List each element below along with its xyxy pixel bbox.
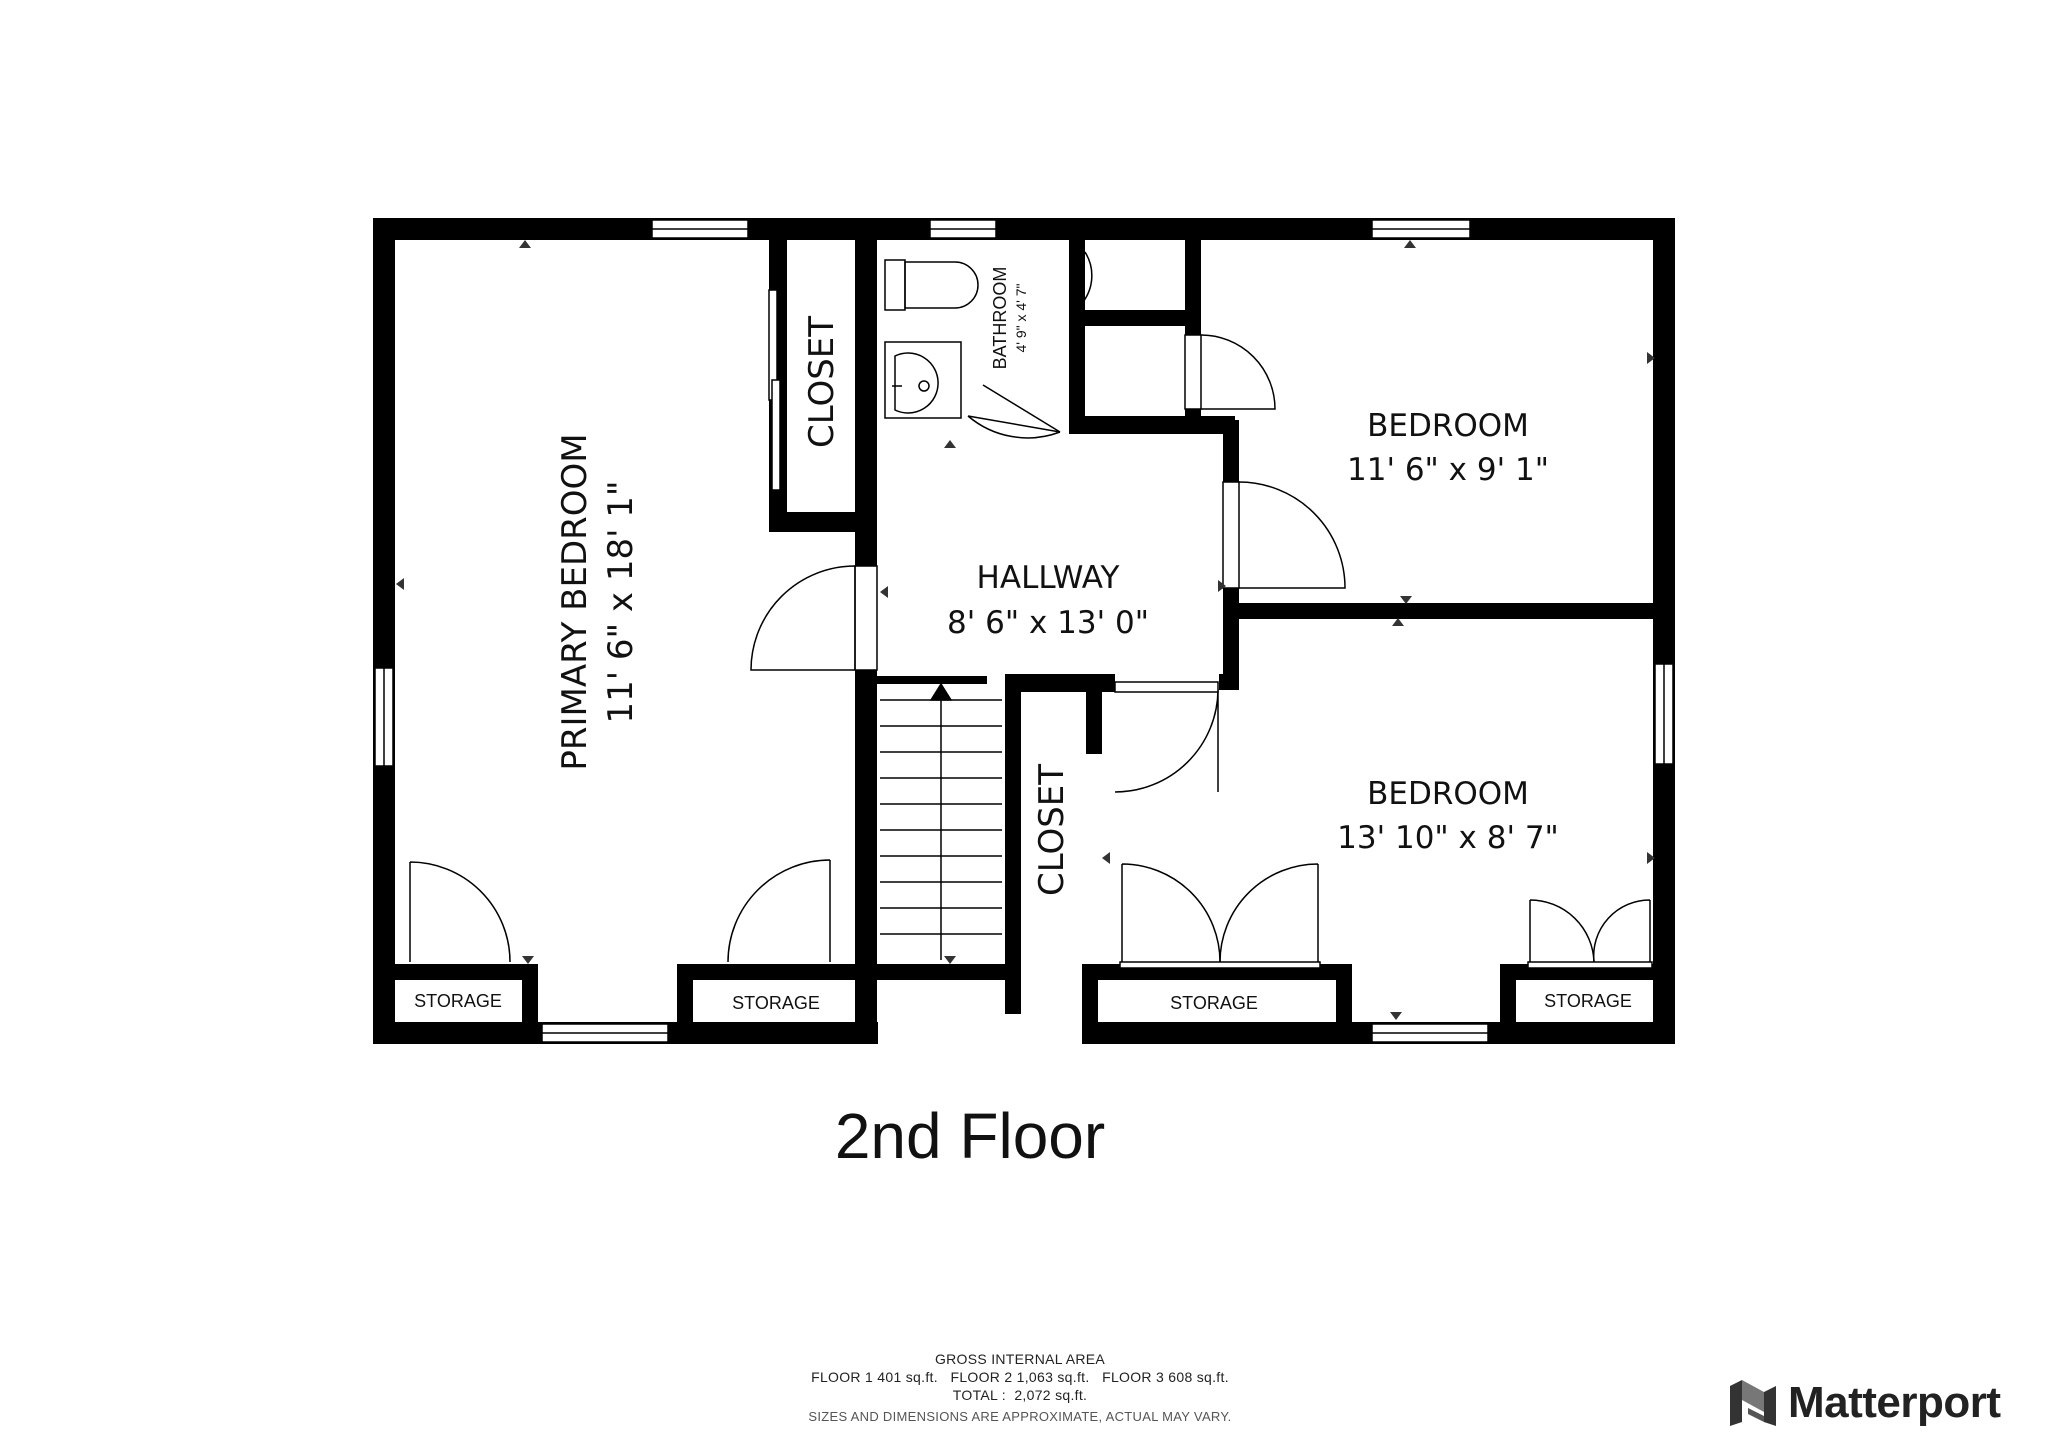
bedroom-bottom-name: BEDROOM: [1367, 776, 1529, 812]
storage-3-label: STORAGE: [1170, 993, 1258, 1013]
primary-bedroom-dims: 11' 6" x 18' 1": [601, 480, 641, 723]
room-label-primary-bedroom: PRIMARY BEDROOM 11' 6" x 18' 1": [555, 433, 641, 770]
storage-4-label: STORAGE: [1544, 991, 1632, 1011]
area-summary: GROSS INTERNAL AREA FLOOR 1 401 sq.ft. F…: [740, 1350, 1300, 1426]
matterport-brand: Matterport: [1728, 1378, 2001, 1428]
matterport-logo-icon: [1730, 1380, 1776, 1426]
hallway-dims: 8' 6" x 13' 0": [947, 605, 1149, 641]
bedroom-top-dims: 11' 6" x 9' 1": [1347, 452, 1549, 488]
room-label-bedroom-bottom: BEDROOM 13' 10" x 8' 7": [1337, 776, 1559, 856]
brand-name: Matterport: [1788, 1378, 2001, 1427]
doors: [409, 251, 1653, 969]
room-label-bathroom: BATHROOM 4' 9" x 4' 7": [990, 267, 1029, 370]
closet-lower-name: CLOSET: [1032, 764, 1072, 896]
stairs: [880, 682, 1002, 960]
wall-markers: [396, 240, 1655, 1020]
hallway-name: HALLWAY: [977, 560, 1120, 596]
storage-1-label: STORAGE: [414, 991, 502, 1011]
area-heading: GROSS INTERNAL AREA: [934, 1351, 1106, 1367]
closet-primary-name: CLOSET: [802, 316, 842, 448]
bedroom-top-name: BEDROOM: [1367, 408, 1529, 444]
bathroom-dims: 4' 9" x 4' 7": [1013, 283, 1029, 352]
bathroom-name: BATHROOM: [990, 267, 1010, 370]
area-total-line: TOTAL : 2,072 sq.ft.: [952, 1387, 1088, 1403]
floor-title: 2nd Floor: [835, 1100, 1105, 1172]
windows: [374, 219, 1674, 1043]
bedroom-bottom-dims: 13' 10" x 8' 7": [1337, 820, 1559, 856]
room-label-closet-primary: CLOSET: [802, 316, 842, 448]
toilet-icon: [884, 259, 979, 311]
primary-bedroom-name: PRIMARY BEDROOM: [555, 433, 595, 770]
room-label-closet-lower: CLOSET: [1032, 764, 1072, 896]
room-label-hallway: HALLWAY 8' 6" x 13' 0": [947, 560, 1149, 641]
storage-2-label: STORAGE: [732, 993, 820, 1013]
area-disclaimer: SIZES AND DIMENSIONS ARE APPROXIMATE, AC…: [808, 1409, 1232, 1424]
room-label-bedroom-top: BEDROOM 11' 6" x 9' 1": [1347, 408, 1549, 488]
area-floors-line: FLOOR 1 401 sq.ft. FLOOR 2 1,063 sq.ft. …: [811, 1369, 1229, 1385]
sink-icon: [884, 341, 962, 419]
